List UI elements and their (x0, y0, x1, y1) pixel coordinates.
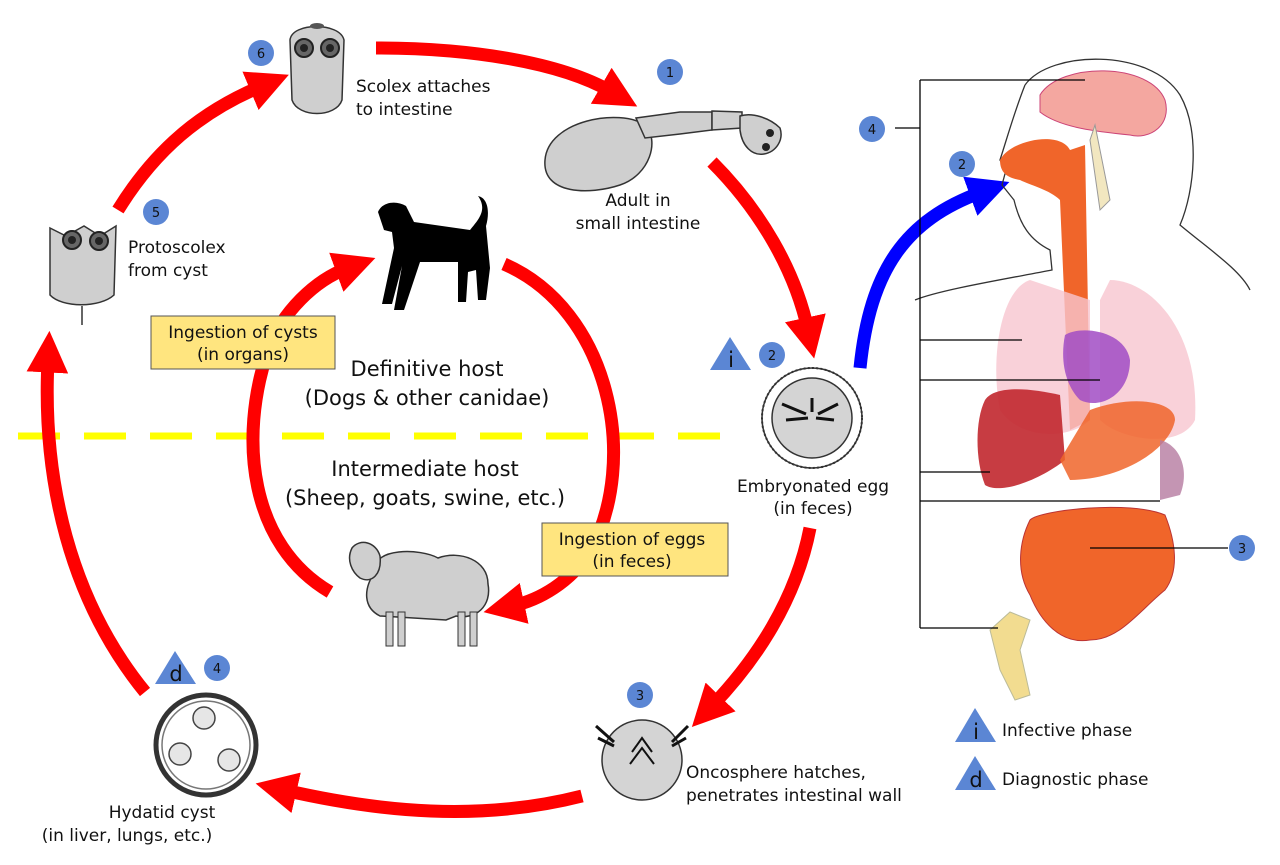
arrow-adult-to-egg (707, 157, 826, 359)
arrow-ingestion-eggs (483, 258, 621, 624)
arrow-oncosphere-to-hydatid (255, 772, 584, 818)
stage-1-label-line2: small intestine (576, 214, 701, 234)
infective-phase-marker (710, 337, 751, 370)
adult-worm-illustration (544, 110, 782, 192)
stage-2-number: 2 (768, 349, 776, 364)
stage-4-label-line1: Hydatid cyst (109, 803, 216, 823)
stage-3-badge (627, 682, 653, 708)
human-badge-brain-number: 4 (868, 123, 876, 138)
stage-3-number: 3 (636, 689, 644, 704)
arrow-ingestion-cysts (246, 252, 376, 598)
stage-1-label-line1: Adult in (605, 191, 670, 211)
stage-6-number: 6 (257, 47, 265, 62)
human-badge-intestine-number: 3 (1238, 542, 1246, 557)
ingestion-eggs-line2: (in feces) (592, 552, 671, 572)
stage-1-badge (657, 59, 683, 85)
stage-4-badge (204, 655, 230, 681)
stage-5-badge (143, 199, 169, 225)
human-badge-mouth (949, 151, 975, 177)
hydatid-cyst-illustration (153, 692, 259, 798)
ingestion-cysts-line1: Ingestion of cysts (168, 323, 318, 343)
legend: i Infective phase d Diagnostic phase (955, 708, 1149, 792)
arrow-hydatid-to-protoscolex (26, 330, 151, 697)
diagnostic-phase-marker (155, 651, 196, 684)
dog-silhouette (378, 196, 490, 310)
egg-tag: i (728, 348, 734, 372)
ingestion-cysts-box (150, 315, 336, 370)
scolex-illustration (289, 23, 345, 115)
sheep-illustration (348, 541, 490, 647)
arrow-egg-to-human (853, 176, 1010, 369)
stage-6-badge (248, 40, 274, 66)
oncosphere-illustration (595, 719, 690, 801)
stage-4-number: 4 (213, 662, 221, 677)
human-badge-brain (859, 116, 885, 142)
stage-4-label-line2: (in liver, lungs, etc.) (42, 826, 213, 846)
stage-6-label-line1: Scolex attaches (356, 77, 491, 97)
stage-5-label-line2: from cyst (128, 261, 208, 281)
arrow-scolex-to-adult (375, 41, 638, 107)
legend-diagnostic-label: Diagnostic phase (1002, 770, 1149, 790)
stage-3-label-line2: penetrates intestinal wall (686, 786, 902, 806)
stage-6-label-line2: to intestine (356, 100, 453, 120)
protoscolex-illustration (49, 224, 117, 325)
stage-3-label-line1: Oncosphere hatches, (686, 763, 866, 783)
intermediate-host-line1: Intermediate host (331, 457, 519, 481)
intermediate-host-line2: (Sheep, goats, swine, etc.) (285, 486, 565, 510)
ingestion-cysts-line2: (in organs) (197, 345, 289, 365)
legend-diagnostic-tag: d (969, 768, 982, 792)
legend-infective-label: Infective phase (1002, 721, 1132, 741)
stage-2-label-line2: (in feces) (773, 499, 852, 519)
stage-2-label-line1: Embryonated egg (737, 477, 889, 497)
arrow-protoscolex-to-scolex (112, 71, 289, 214)
embryonated-egg-illustration (761, 367, 863, 469)
stage-5-number: 5 (152, 206, 160, 221)
legend-diagnostic-triangle (955, 756, 996, 790)
arrow-egg-to-oncosphere (691, 526, 817, 728)
human-badge-intestine (1229, 535, 1255, 561)
cycle-arrows (26, 41, 826, 818)
hydatid-tag: d (169, 662, 182, 686)
stage-5-label-line1: Protoscolex (128, 238, 226, 258)
legend-infective-tag: i (973, 720, 979, 744)
human-badge-mouth-number: 2 (958, 158, 966, 173)
definitive-host-line2: (Dogs & other canidae) (305, 386, 550, 410)
stage-2-badge (759, 342, 785, 368)
human-anatomy-illustration (895, 58, 1251, 701)
ingestion-eggs-line1: Ingestion of eggs (559, 530, 706, 550)
ingestion-eggs-box (541, 522, 729, 577)
legend-infective-triangle (955, 708, 996, 742)
definitive-host-line1: Definitive host (351, 357, 504, 381)
stage-1-number: 1 (666, 66, 674, 81)
